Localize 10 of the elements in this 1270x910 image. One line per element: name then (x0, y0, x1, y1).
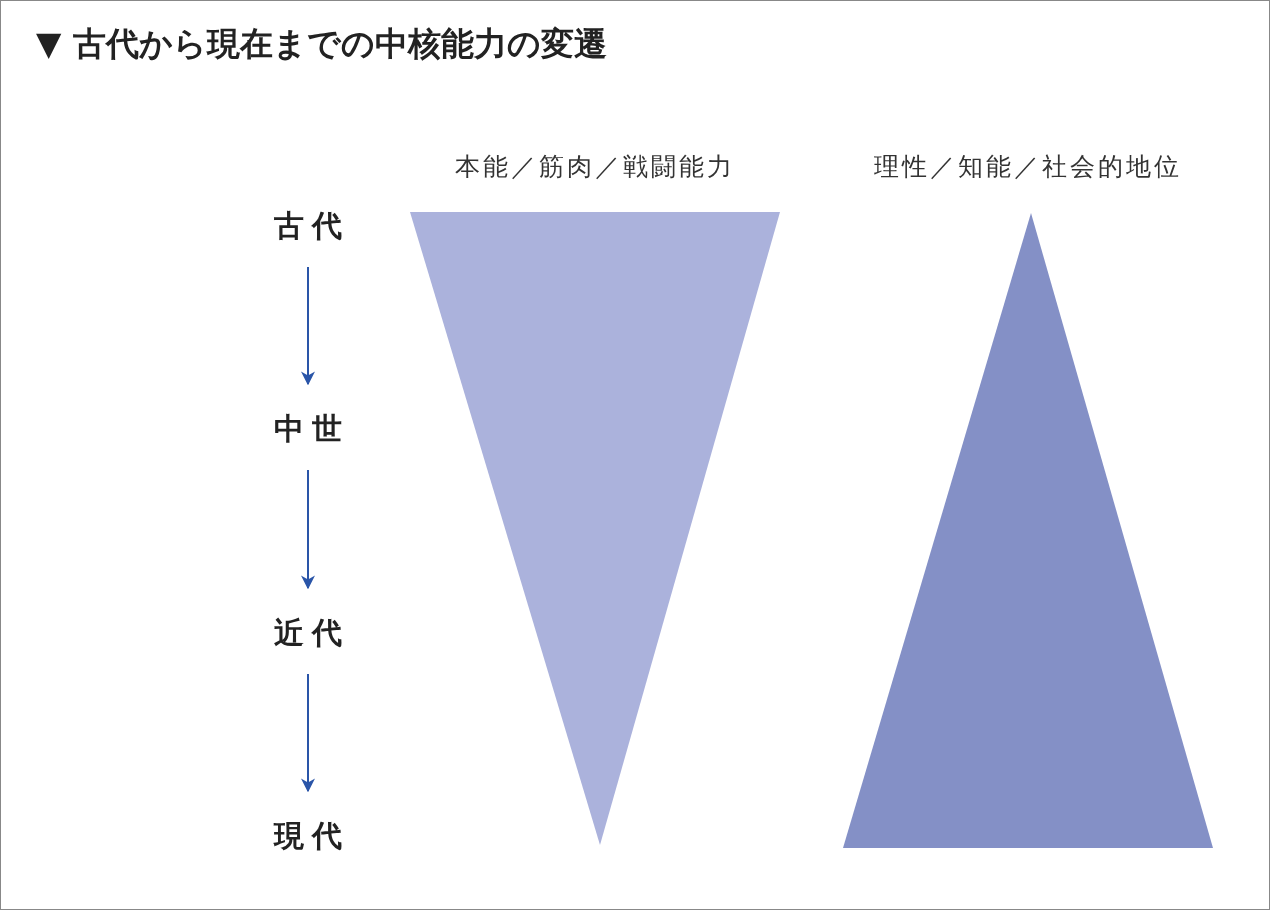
era-label: 古代 (262, 205, 362, 247)
era-label: 中世 (262, 408, 362, 450)
title: ▼ 古代から現在までの中核能力の変遷 (36, 23, 607, 65)
arrow (301, 469, 315, 590)
column-heading: 本能／筋肉／戦闘能力 (454, 151, 736, 183)
arrow (301, 673, 315, 793)
column-heading: 理性／知能／社会的地位 (873, 151, 1183, 183)
arrow (301, 266, 315, 386)
era-label: 現代 (262, 815, 362, 857)
era-label: 近代 (262, 612, 362, 654)
